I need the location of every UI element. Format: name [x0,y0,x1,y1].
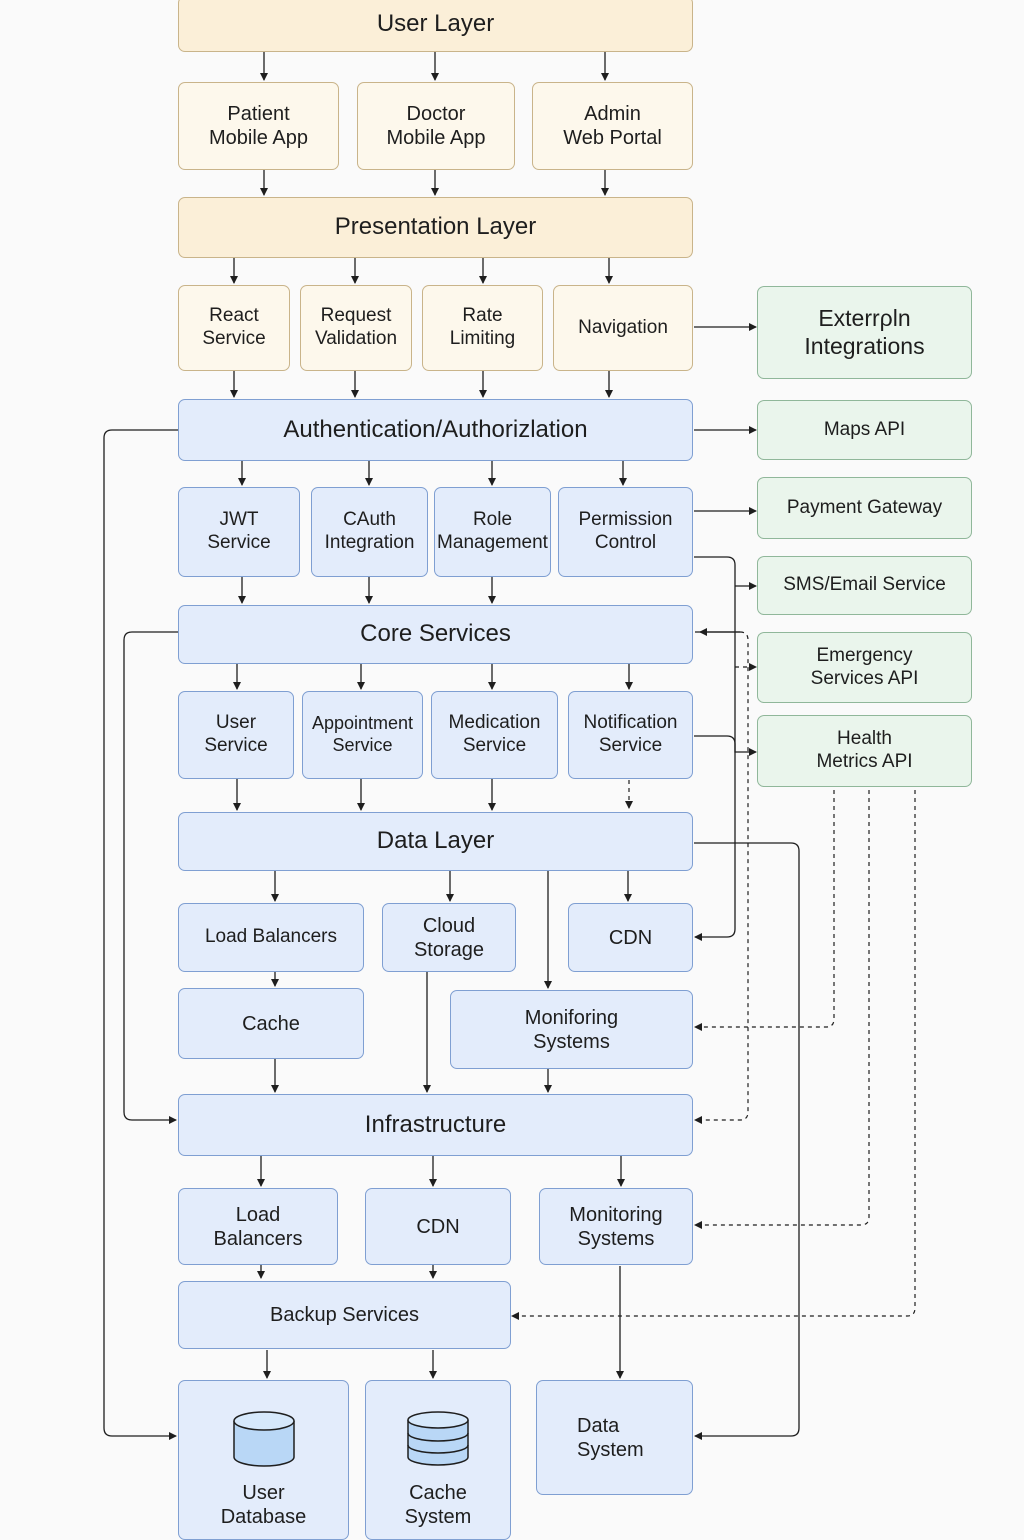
medication-service: Medication Service [431,691,558,779]
role-management: Role Management [434,487,551,577]
emergency-services-api-label: Emergency Services API [810,644,919,689]
core-services-title: Core Services [360,620,511,648]
core-services-band: Core Services [178,605,693,664]
request-validation: Request Validation [300,285,412,371]
user-database-label: User Database [220,1482,307,1528]
data-system-label: Data System [577,1414,644,1461]
data-load-balancers-label: Load Balancers [204,926,338,948]
database-stack-icon [407,1411,469,1466]
infra-cdn-label: CDN [416,1215,460,1238]
moniforing-systems-label: Moniforing Systems [524,1006,619,1053]
rate-limiting-label: Rate Limiting [449,305,516,349]
health-metrics-api: Health Metrics API [757,715,972,787]
cloud-storage-label: Cloud Storage [413,914,485,961]
notification-service-label: Notification Service [583,712,678,756]
data-layer-band: Data Layer [178,812,693,871]
react-service-label: React Service [202,305,266,349]
presentation-layer-band: Presentation Layer [178,197,693,258]
sms-email-service: SMS/Email Service [757,556,972,615]
doctor-mobile-app: Doctor Mobile App [357,82,515,170]
data-cdn-label: CDN [608,926,653,949]
external-integrations: Exterrρln Integrations [757,286,972,379]
auth-layer-band: Authentication/Authorizlation [178,399,693,461]
payment-gateway: Payment Gateway [757,477,972,539]
infrastructure-band: Infrastructure [178,1094,693,1156]
maps-api-label: Maps API [823,418,906,440]
sms-email-service-label: SMS/Email Service [783,574,946,596]
role-management-label: Role Management [437,509,548,553]
infra-cdn: CDN [365,1188,511,1265]
admin-web-portal-label: Admin Web Portal [563,103,662,149]
admin-web-portal: Admin Web Portal [532,82,693,170]
react-service: React Service [178,285,290,371]
medication-service-label: Medication Service [448,712,541,756]
user-database: User Database [178,1380,349,1540]
auth-layer-title: Authentication/Authorizlation [283,415,588,443]
data-layer-title: Data Layer [376,827,495,855]
user-service-label: User Service [204,712,268,756]
jwt-service-label: JWT Service [207,509,271,553]
cache: Cache [178,988,364,1059]
moniforing-systems: Moniforing Systems [450,990,693,1069]
patient-mobile-app-label: Patient Mobile App [209,103,308,149]
emergency-services-api: Emergency Services API [757,632,972,703]
request-validation-label: Request Validation [314,305,398,349]
infra-monitoring-systems-label: Monitoring Systems [569,1203,663,1250]
infra-monitoring-systems: Monitoring Systems [539,1188,693,1265]
backup-services-label: Backup Services [270,1304,419,1326]
permission-control: Permission Control [558,487,693,577]
doctor-mobile-app-label: Doctor Mobile App [386,103,486,149]
rate-limiting: Rate Limiting [422,285,543,371]
cauth-integration: CAuth Integration [311,487,428,577]
payment-gateway-label: Payment Gateway [786,496,943,518]
permission-control-label: Permission Control [578,509,673,553]
data-system: Data System [536,1380,693,1495]
presentation-layer-title: Presentation Layer [334,213,537,241]
maps-api: Maps API [757,400,972,460]
health-metrics-api-label: Health Metrics API [816,728,913,772]
patient-mobile-app: Patient Mobile App [178,82,339,170]
cloud-storage: Cloud Storage [382,903,516,972]
navigation-label: Navigation [578,316,668,338]
cache-system: Cache System [365,1380,511,1540]
user-layer-title: User Layer [376,9,495,37]
navigation: Navigation [553,285,693,371]
external-integrations-title: Exterrρln Integrations [804,304,925,359]
infra-load-balancers: Load Balancers [178,1188,338,1265]
appointment-service: Appointment Service [302,691,423,779]
cauth-integration-label: CAuth Integration [324,509,415,553]
infrastructure-title: Infrastructure [364,1110,507,1138]
data-cdn: CDN [568,903,693,972]
jwt-service: JWT Service [178,487,300,577]
notification-service: Notification Service [568,691,693,779]
user-service: User Service [178,691,294,779]
cache-label: Cache [242,1012,300,1035]
database-icon [232,1411,295,1467]
appointment-service-label: Appointment Service [311,713,414,755]
cache-system-label: Cache System [404,1482,472,1528]
user-layer-band: User Layer [178,0,693,52]
data-load-balancers: Load Balancers [178,903,364,972]
backup-services: Backup Services [178,1281,511,1349]
infra-load-balancers-label: Load Balancers [213,1203,303,1250]
